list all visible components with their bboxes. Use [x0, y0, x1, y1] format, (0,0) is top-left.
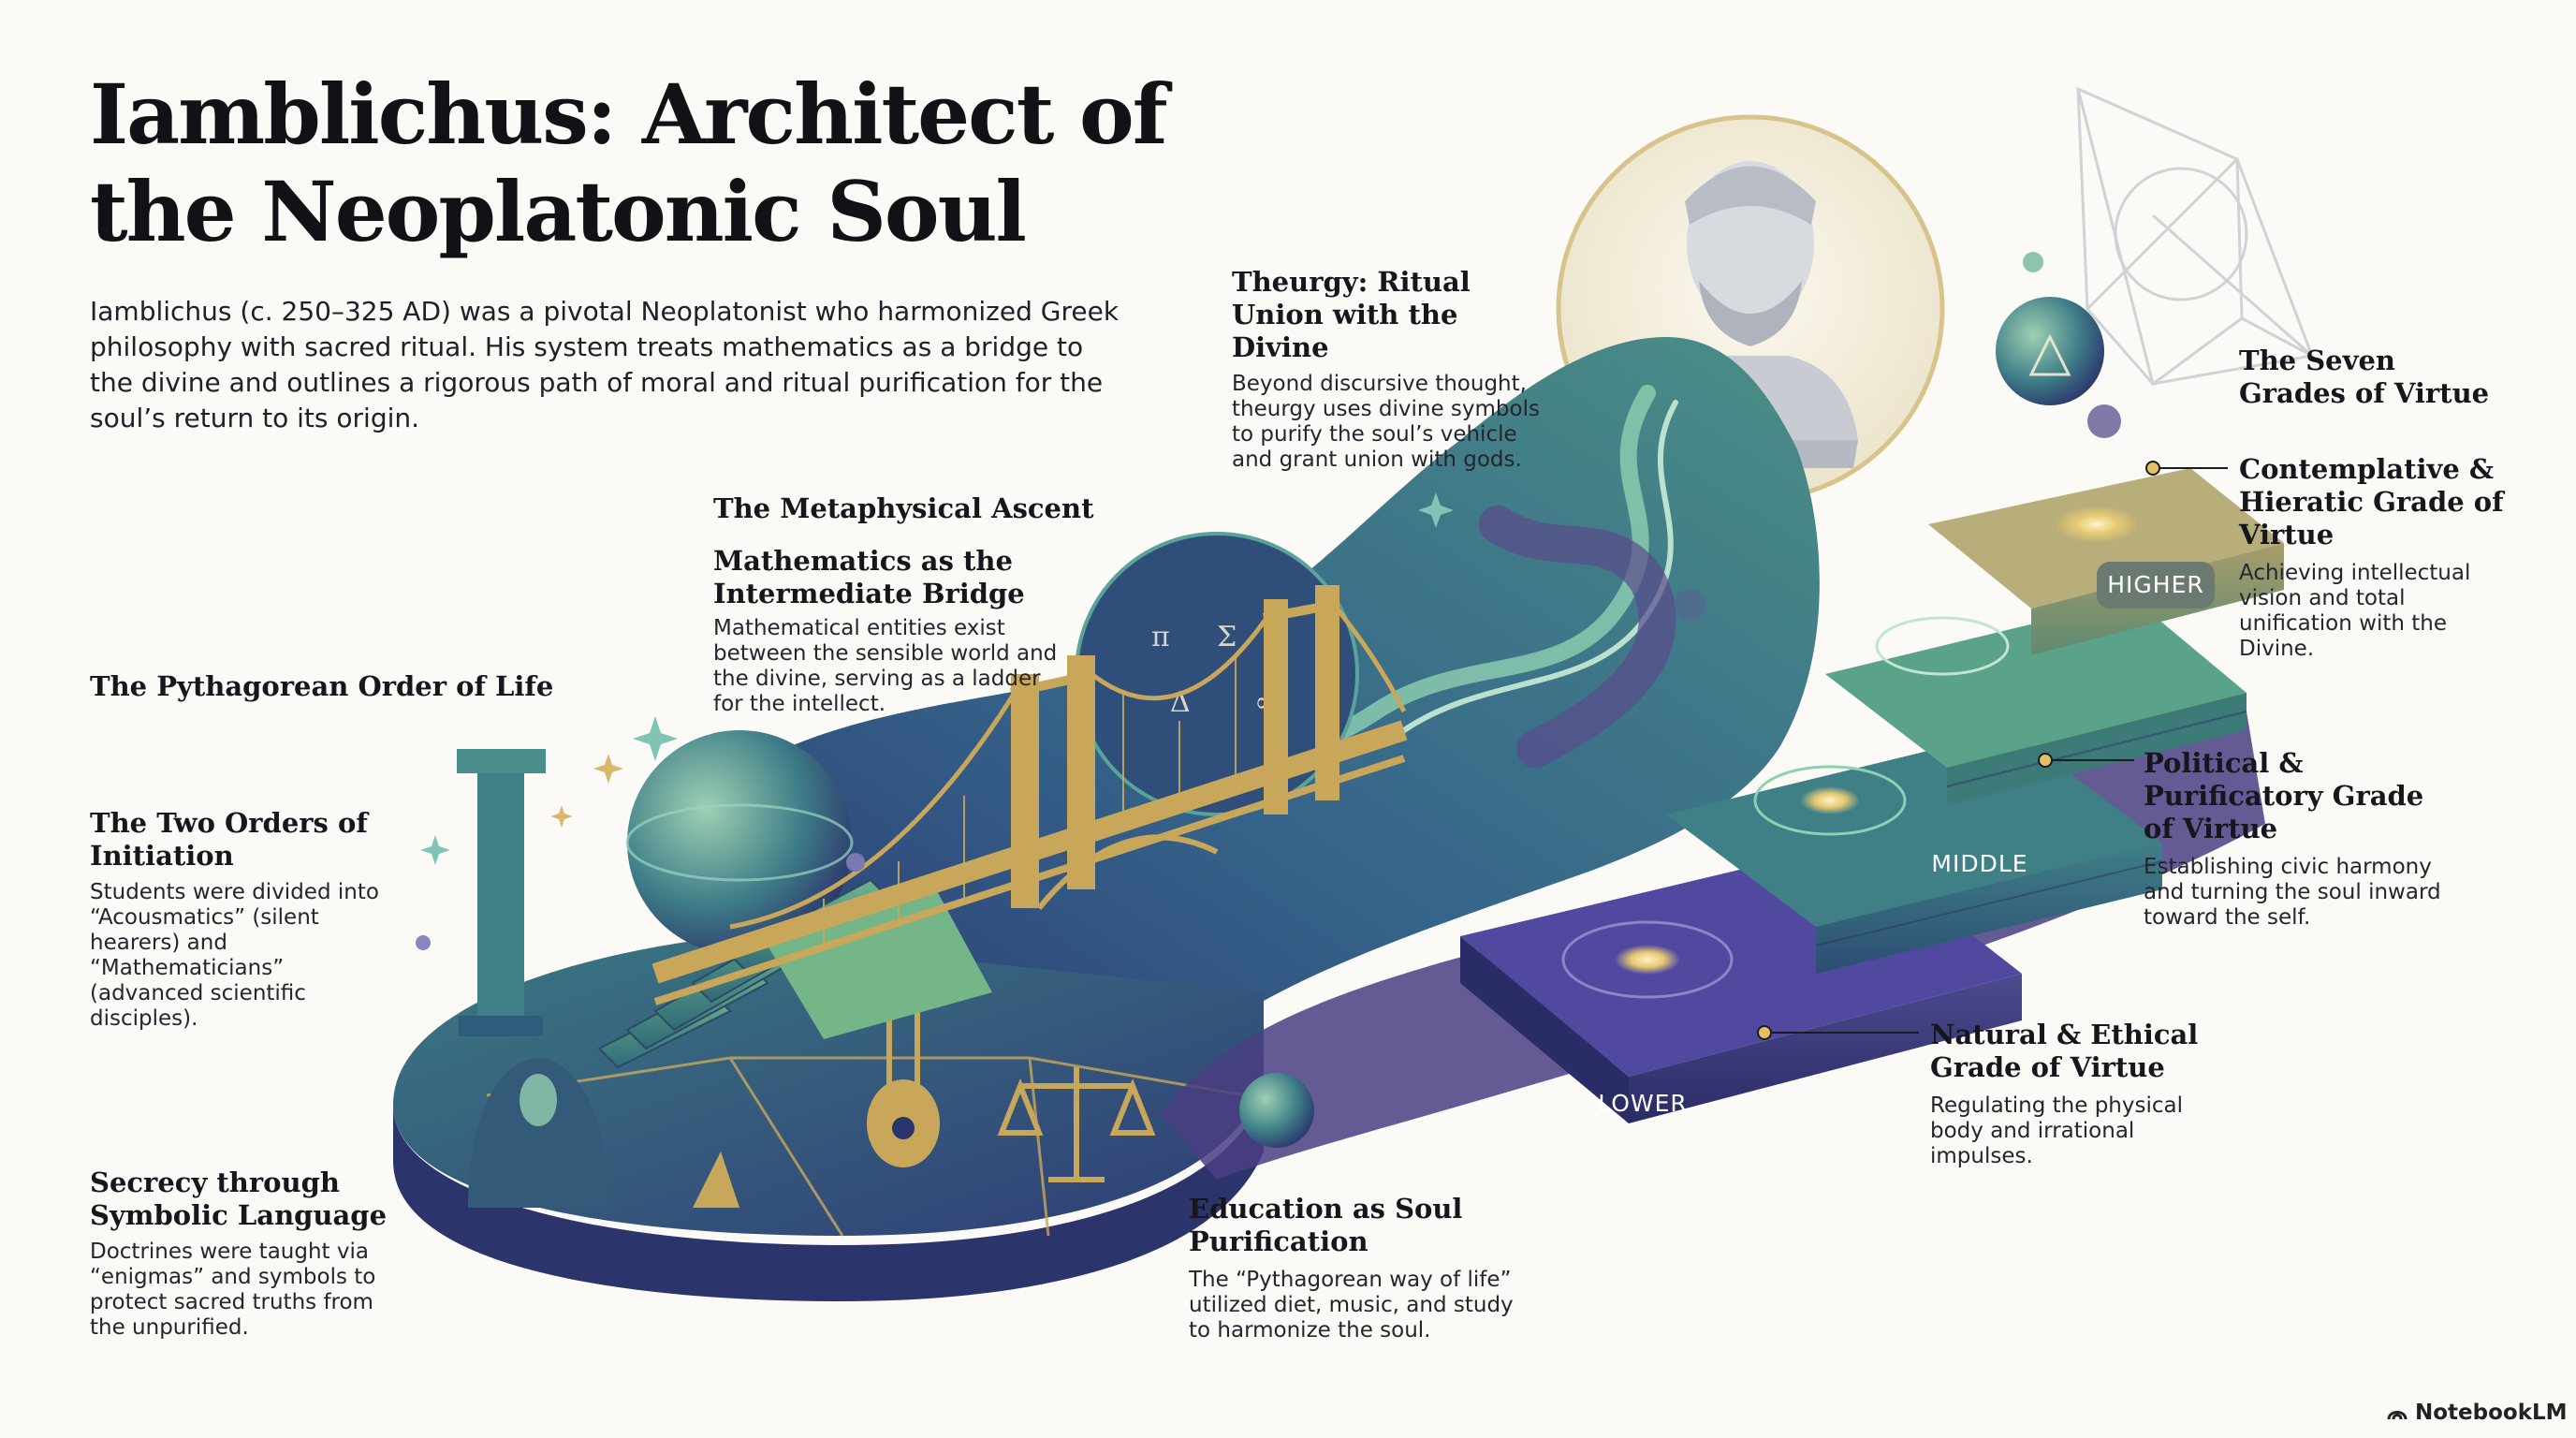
grade-connectors: [1757, 461, 2228, 1040]
pythagorean-platform: [393, 730, 1264, 1301]
grade-lower-body: Regulating the physical body and irratio…: [1930, 1093, 2184, 1168]
notebooklm-icon: [2387, 1411, 2408, 1420]
education-body: The “Pythagorean way of life” utilized d…: [1189, 1268, 1514, 1343]
brand-label: NotebookLM: [2415, 1401, 2568, 1425]
theurgy-heading: Theurgy: Ritual Union with the Divine: [1232, 266, 1471, 363]
pythagorean-heading: The Pythagorean Order of Life: [90, 670, 554, 702]
education-heading: Education as Soul Purification: [1189, 1193, 1463, 1257]
grade-middle: Political & Purificatory Grade of Virtue…: [2144, 747, 2452, 931]
virtue-staircase: [1460, 468, 2284, 1123]
svg-text:Σ: Σ: [1217, 621, 1237, 653]
bridge-heading: Mathematics as the Intermediate Bridge: [713, 545, 1025, 609]
bridge-body: Mathematical entities exist between the …: [713, 616, 1058, 716]
ascent-heading: The Metaphysical Ascent: [713, 492, 1094, 524]
iamblichus-medallion: [1556, 114, 1945, 504]
secrecy-section: Secrecy through Symbolic Language Doctri…: [90, 1167, 389, 1341]
grade-middle-heading: Political & Purificatory Grade of Virtue: [2144, 747, 2424, 844]
virtues-heading: The Seven Grades of Virtue: [2239, 345, 2490, 409]
intro-paragraph: Iamblichus (c. 250–325 AD) was a pivotal…: [90, 296, 1120, 433]
page-title: Iamblichus: Architect of the Neoplatonic…: [90, 66, 1168, 260]
higher-pill: [2097, 562, 2215, 609]
theurgy-section: Theurgy: Ritual Union with the Divine Be…: [1232, 266, 1559, 473]
notebooklm-brand: NotebookLM: [2387, 1401, 2568, 1425]
education-section: Education as Soul Purification The “Pyth…: [1189, 1193, 1535, 1343]
orb-triangle: [1996, 297, 2104, 405]
golden-bridge: [651, 585, 1408, 1005]
svg-text:π: π: [1151, 621, 1170, 653]
orders-heading: The Two Orders of Initiation: [90, 807, 368, 872]
orders-body: Students were divided into “Acousmatics”…: [90, 880, 379, 1031]
grade-lower: Natural & Ethical Grade of Virtue Regula…: [1930, 1019, 2239, 1169]
theurgy-body: Beyond discursive thought, theurgy uses …: [1232, 372, 1540, 472]
grade-higher: Contemplative & Hieratic Grade of Virtue…: [2239, 453, 2520, 662]
tag-higher: HIGHER: [2107, 571, 2204, 598]
grade-lower-heading: Natural & Ethical Grade of Virtue: [1930, 1019, 2199, 1083]
geometry-lines: [2076, 86, 2315, 387]
tag-lower: LOWER: [1598, 1090, 1688, 1117]
grade-middle-body: Establishing civic harmony and turning t…: [2144, 855, 2441, 930]
secrecy-body: Doctrines were taught via “enigmas” and …: [90, 1240, 376, 1340]
grade-higher-body: Achieving intellectual vision and total …: [2239, 561, 2471, 661]
secrecy-heading: Secrecy through Symbolic Language: [90, 1167, 388, 1231]
bridge-section: Mathematics as the Intermediate Bridge M…: [713, 545, 1069, 717]
grade-higher-heading: Contemplative & Hieratic Grade of Virtue: [2239, 453, 2504, 550]
orders-section: The Two Orders of Initiation Students we…: [90, 807, 399, 1032]
tag-middle: MIDDLE: [1931, 850, 2028, 877]
